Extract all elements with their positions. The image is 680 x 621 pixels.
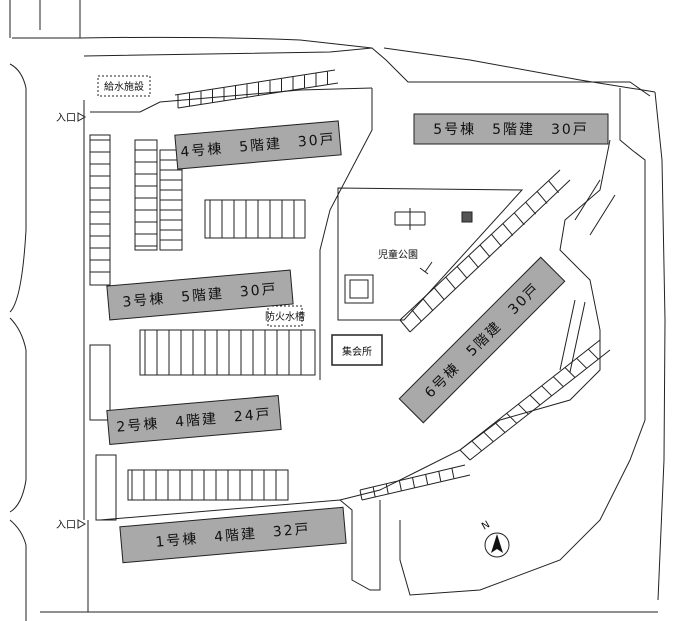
playground-structure-inner — [349, 279, 369, 299]
north-arrow-icon — [484, 532, 510, 558]
water-supply-label: 給水施設 — [104, 80, 144, 93]
building-6-label: 6号棟 5階建 30戸 — [422, 280, 543, 401]
parking-stripe — [479, 244, 491, 258]
site-boundary-top — [12, 36, 656, 93]
road-north — [83, 47, 651, 97]
site-boundary-right — [654, 91, 666, 601]
road-east — [339, 139, 611, 501]
building-2: 2号棟 4階建 24戸 — [106, 395, 282, 445]
building-1: 1号棟 4階建 32戸 — [119, 506, 347, 564]
parking-stripe — [536, 191, 548, 204]
entrance-upper-label: 入口 — [56, 113, 76, 124]
parking-stripe — [425, 474, 429, 485]
compass-label: N — [480, 519, 492, 532]
meeting-hall-label: 集会所 — [342, 345, 372, 358]
parking-stripe — [451, 468, 455, 479]
building-3: 3号棟 5階建 30戸 — [106, 269, 294, 321]
parking-stripe — [525, 201, 537, 215]
parking-stripe — [491, 233, 502, 247]
parking-stripe — [482, 431, 494, 443]
parking-stripe — [552, 376, 564, 388]
parking-stripe — [399, 319, 411, 333]
parking-stripe — [385, 483, 389, 494]
entrance-lower-arrow-icon — [77, 519, 87, 529]
parking-stripe — [564, 367, 576, 378]
playground-structure — [344, 274, 374, 304]
entrance-lower-label: 入口 — [56, 520, 76, 531]
building-4: 4号棟 5階建 30戸 — [174, 120, 342, 170]
parking-stripe — [422, 298, 434, 311]
building-6: 6号棟 5階建 30戸 — [398, 256, 566, 424]
playground-label: 児童公園 — [378, 248, 418, 261]
road-inner-left — [83, 100, 89, 612]
fire-cistern-label: 防火水槽 — [265, 310, 305, 323]
parking-stripe — [459, 449, 471, 461]
playground-area — [337, 187, 524, 321]
parking-stripe — [372, 486, 376, 497]
parking-stripe — [445, 276, 457, 290]
building-5-label: 5号棟 5階建 30戸 — [433, 122, 589, 138]
meeting-hall — [331, 334, 383, 366]
parking-stripe — [576, 357, 588, 369]
parking-stripe — [494, 422, 506, 433]
parking-stripe — [438, 471, 442, 482]
road-bottom-inner — [99, 499, 381, 591]
water-supply-facility — [97, 75, 151, 97]
road-upper-1 — [90, 87, 373, 113]
road-right-inner — [399, 88, 646, 596]
parking-stripe — [471, 440, 483, 452]
parking-stripe — [456, 266, 468, 279]
parking-stripe — [411, 308, 422, 322]
playground-frame — [394, 208, 426, 230]
road-edge-left-outer — [9, 0, 27, 621]
playground-grid-icon — [461, 211, 473, 223]
parking-stripe — [433, 287, 445, 301]
fire-cistern — [267, 305, 303, 327]
parking-stripe — [506, 412, 518, 424]
building-5: 5号棟 5階建 30戸 — [413, 113, 609, 145]
parking-stripe — [412, 477, 415, 488]
parking-stripe — [529, 394, 541, 406]
road-edge-left-inner — [39, 0, 81, 38]
parking-stripe — [548, 180, 559, 194]
slide-icon — [419, 261, 433, 275]
parking-stripe — [502, 223, 514, 236]
parking-stripe — [513, 212, 525, 226]
parking-stripe — [398, 480, 402, 491]
parking-stripe — [468, 255, 479, 269]
entrance-upper-arrow-icon — [77, 112, 87, 122]
parking-stripe — [517, 403, 529, 415]
parking-stripe — [359, 489, 363, 501]
parking-stripe — [587, 348, 599, 360]
road-upper-2 — [319, 88, 373, 380]
parking-stripe — [541, 385, 553, 397]
